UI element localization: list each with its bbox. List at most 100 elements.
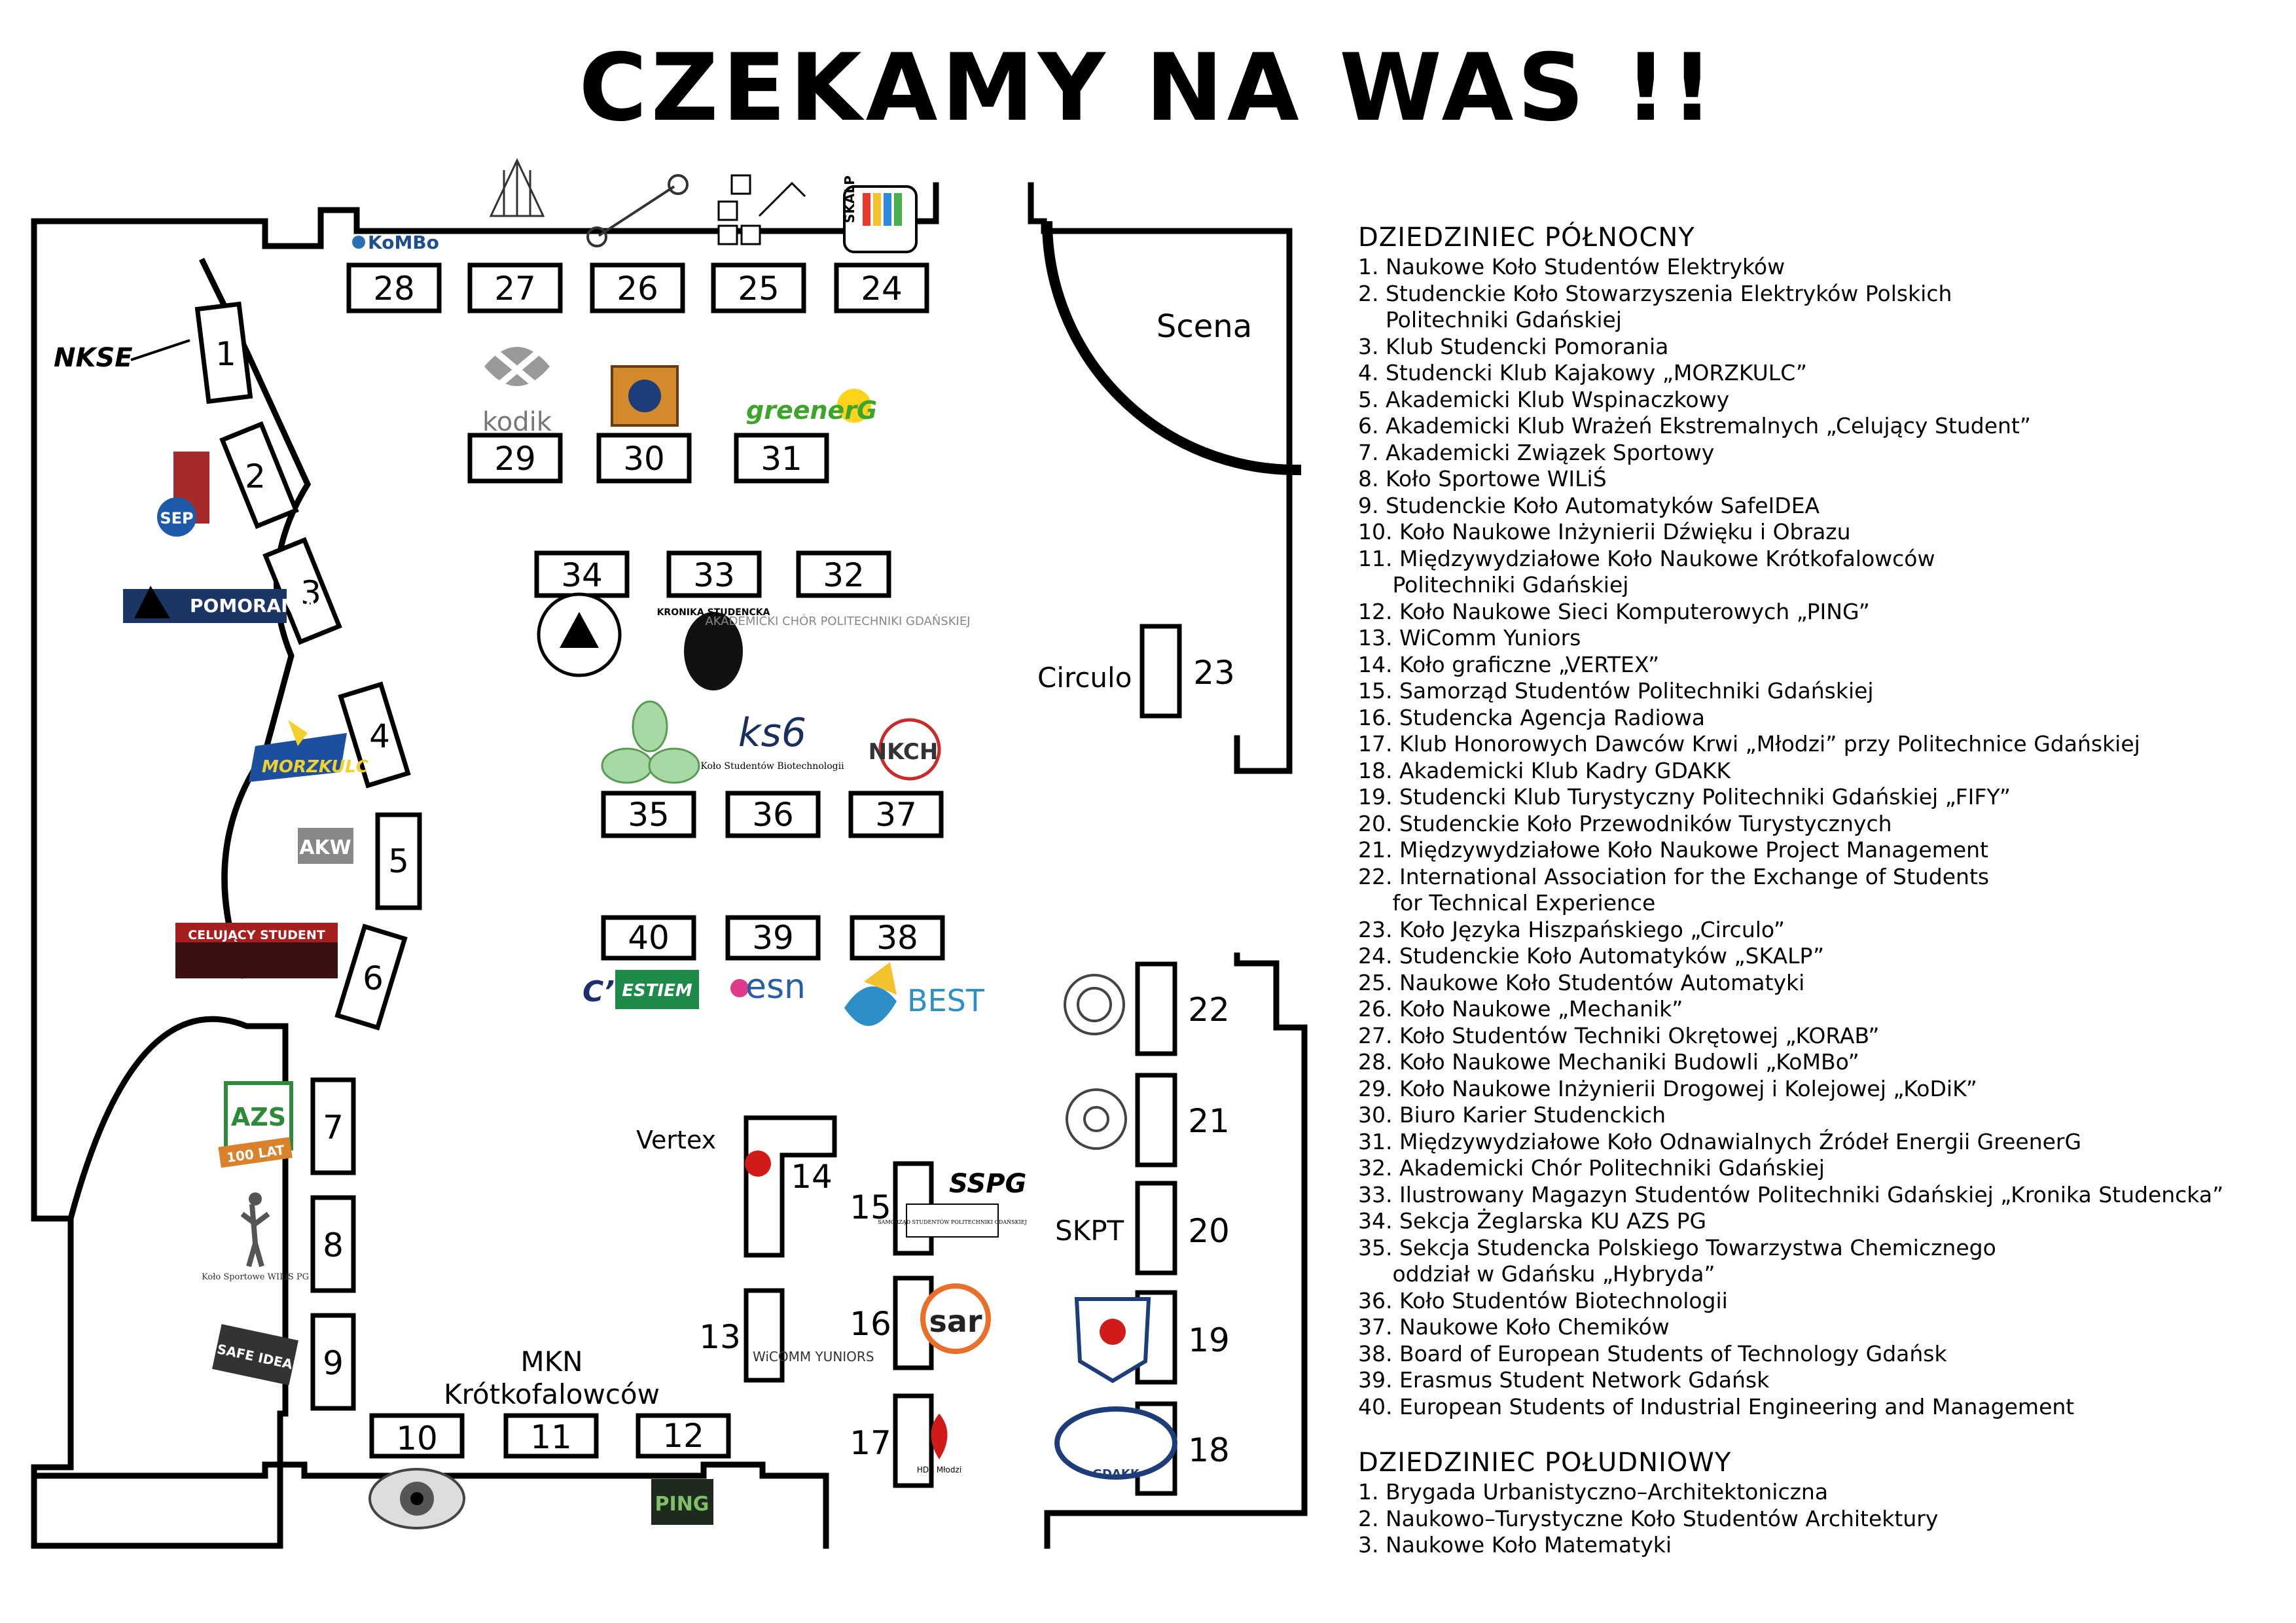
booth-number-5: 5 [388, 842, 409, 880]
booth-number-35: 35 [628, 796, 670, 834]
wall-bottom [31, 1461, 829, 1549]
svg-text:Koło Studentów Biotechnologii: Koło Studentów Biotechnologii [700, 761, 844, 772]
booth-number-24: 24 [861, 270, 903, 308]
svg-text:SAMORZĄD STUDENTÓW POLITECHNIK: SAMORZĄD STUDENTÓW POLITECHNIKI GDAŃSKIE… [878, 1219, 1027, 1225]
svg-text:Koło Sportowe WILiS PG: Koło Sportowe WILiS PG [202, 1272, 309, 1282]
legend-item: 5. Akademicki Klub Wspinaczkowy [1358, 386, 1730, 412]
svg-text:ESTIEM: ESTIEM [622, 981, 692, 1001]
booth-7 [310, 1077, 356, 1175]
legend: DZIEDZINIEC PÓŁNOCNY 1. Naukowe Koło Stu… [1358, 221, 2287, 1559]
booth-number-6: 6 [363, 959, 384, 997]
celujacy-logo: CELUJĄCY STUDENT [175, 923, 338, 978]
legend-item: 6. Akademicki Klub Wrażeń Ekstremalnych … [1358, 413, 2031, 438]
legend-item: 1. Naukowe Koło Studentów Elektryków [1358, 254, 1785, 279]
booth-number-33: 33 [693, 556, 735, 594]
booth-27 [467, 262, 563, 313]
booth-number-12: 12 [662, 1417, 704, 1455]
legend-item: 40. European Students of Industrial Engi… [1358, 1393, 2075, 1419]
svg-text:GDAKK: GDAKK [1092, 1467, 1140, 1481]
booth-number-1: 1 [215, 335, 236, 373]
booth-22 [1135, 961, 1177, 1056]
booth-number-14: 14 [791, 1158, 833, 1196]
chor-logo: AKADEMICKI CHÓR POLITECHNIKI GDAŃSKIEJ [705, 614, 970, 628]
svg-text:MORZKULC: MORZKULC [262, 757, 368, 777]
booth-number-15: 15 [850, 1188, 891, 1226]
iaeste-logo [1064, 974, 1125, 1035]
booth-29 [467, 433, 563, 484]
svg-text:C’: C’ [583, 975, 615, 1008]
sar-logo: sar [920, 1283, 991, 1354]
booth-number-22: 22 [1188, 991, 1230, 1029]
booth-33 [666, 550, 762, 598]
legend-item: 17. Klub Honorowych Dawców Krwi „Młodzi”… [1358, 731, 2140, 757]
booth-number-25: 25 [738, 270, 780, 308]
booth-10 [369, 1413, 465, 1459]
legend-south-list: 1. Brygada Urbanistyczno–Architektoniczn… [1358, 1479, 2287, 1559]
wall-right-building [1028, 182, 1293, 774]
vertex-logo: Vertex [636, 1126, 771, 1177]
legend-item: 8. Koło Sportowe WILiŚ [1358, 466, 1607, 491]
booth-30 [596, 433, 692, 484]
legend-item: 26. Koło Naukowe „Mechanik” [1358, 996, 1683, 1022]
booth-number-36: 36 [752, 796, 794, 834]
legend-item: 37. Naukowe Koło Chemików [1358, 1314, 1670, 1340]
azs-sailing-logo [537, 592, 622, 677]
booth-number-4: 4 [369, 717, 390, 755]
booth-number-37: 37 [875, 796, 917, 834]
booth-number-39: 39 [752, 919, 794, 957]
legend-item: 30. Biuro Karier Studenckich [1358, 1102, 1666, 1128]
esn-logo: esn [730, 967, 806, 1007]
legend-item: Politechniki Gdańskiej [1358, 307, 1622, 332]
legend-item: 32. Akademicki Chór Politechniki Gdański… [1358, 1155, 1825, 1181]
legend-item: 31. Międzywydziałowe Koło Odnawialnych Ź… [1358, 1128, 2082, 1154]
booth-39 [725, 915, 821, 961]
wilis-logo: Koło Sportowe WILiS PG [202, 1192, 309, 1282]
legend-item: 29. Koło Naukowe Inżynierii Drogowej i K… [1358, 1075, 1977, 1101]
booth-number-28: 28 [373, 270, 415, 308]
svg-text:AKADEMICKI CHÓR POLITECHNIKI G: AKADEMICKI CHÓR POLITECHNIKI GDAŃSKIEJ [705, 614, 970, 628]
booth-9 [310, 1313, 356, 1411]
greenerg-logo: greenerG [746, 389, 877, 425]
safeidea-logo: SAFE IDEA [212, 1324, 298, 1385]
legend-item: 23. Koło Języka Hiszpańskiego „Circulo” [1358, 916, 1785, 942]
booth-number-23: 23 [1193, 654, 1235, 692]
legend-item: 21. Międzywydziałowe Koło Naukowe Projec… [1358, 837, 1988, 863]
legend-item: 18. Akademicki Klub Kadry GDAKK [1358, 757, 1731, 783]
legend-item: 2. Naukowo–Turystyczne Koło Studentów Ar… [1358, 1505, 1939, 1531]
booth-2 [219, 421, 299, 529]
booth-21 [1135, 1073, 1177, 1168]
legend-item: 27. Koło Studentów Techniki Okrętowej „K… [1358, 1022, 1880, 1048]
legend-item: 36. Koło Studentów Biotechnologii [1358, 1287, 1728, 1313]
stage-arc [1042, 221, 1301, 476]
booth-13 [744, 1288, 785, 1383]
stage-label: Scena [1157, 308, 1252, 345]
booth-1 [194, 301, 253, 404]
booth-number-21: 21 [1188, 1102, 1230, 1140]
morzkulc-logo: MORZKULC [249, 720, 368, 782]
svg-text:KoMBo: KoMBo [368, 232, 439, 253]
booth-23 [1139, 624, 1182, 719]
svg-text:KRONIKA STUDENCKA: KRONIKA STUDENCKA [657, 607, 770, 618]
azs-logo: AZS 100 LAT [218, 1081, 293, 1168]
kombo-logo: KoMBo [352, 232, 439, 253]
svg-text:CELUJĄCY STUDENT: CELUJĄCY STUDENT [188, 928, 325, 942]
svg-text:WiCOMM YUNIORS: WiCOMM YUNIORS [753, 1349, 874, 1364]
legend-north-header: DZIEDZINIEC PÓŁNOCNY [1358, 223, 1695, 253]
eye-logo [368, 1468, 465, 1529]
booth-12 [636, 1413, 731, 1459]
legend-item: 34. Sekcja Żeglarska KU AZS PG [1358, 1208, 1707, 1234]
booth-number-32: 32 [823, 556, 865, 594]
legend-item: 16. Studencka Agencja Radiowa [1358, 704, 1706, 730]
legend-item: 11. Międzywydziałowe Koło Naukowe Krótko… [1358, 545, 1935, 571]
mechanik-logo [586, 174, 689, 247]
booth-number-8: 8 [323, 1226, 344, 1264]
booth-number-18: 18 [1188, 1431, 1230, 1469]
booth-number-27: 27 [494, 270, 536, 308]
kodik-logo: kodik [482, 347, 552, 437]
booth-20-caption: SKPT [1055, 1215, 1124, 1247]
booth-number-26: 26 [617, 270, 658, 308]
booth-11-caption-line2: Krótkofalowców [444, 1378, 660, 1410]
legend-item: 19. Studencki Klub Turystyczny Politechn… [1358, 784, 2011, 810]
booth-number-3: 3 [300, 574, 321, 612]
legend-item: 3. Klub Studencki Pomorania [1358, 333, 1669, 359]
